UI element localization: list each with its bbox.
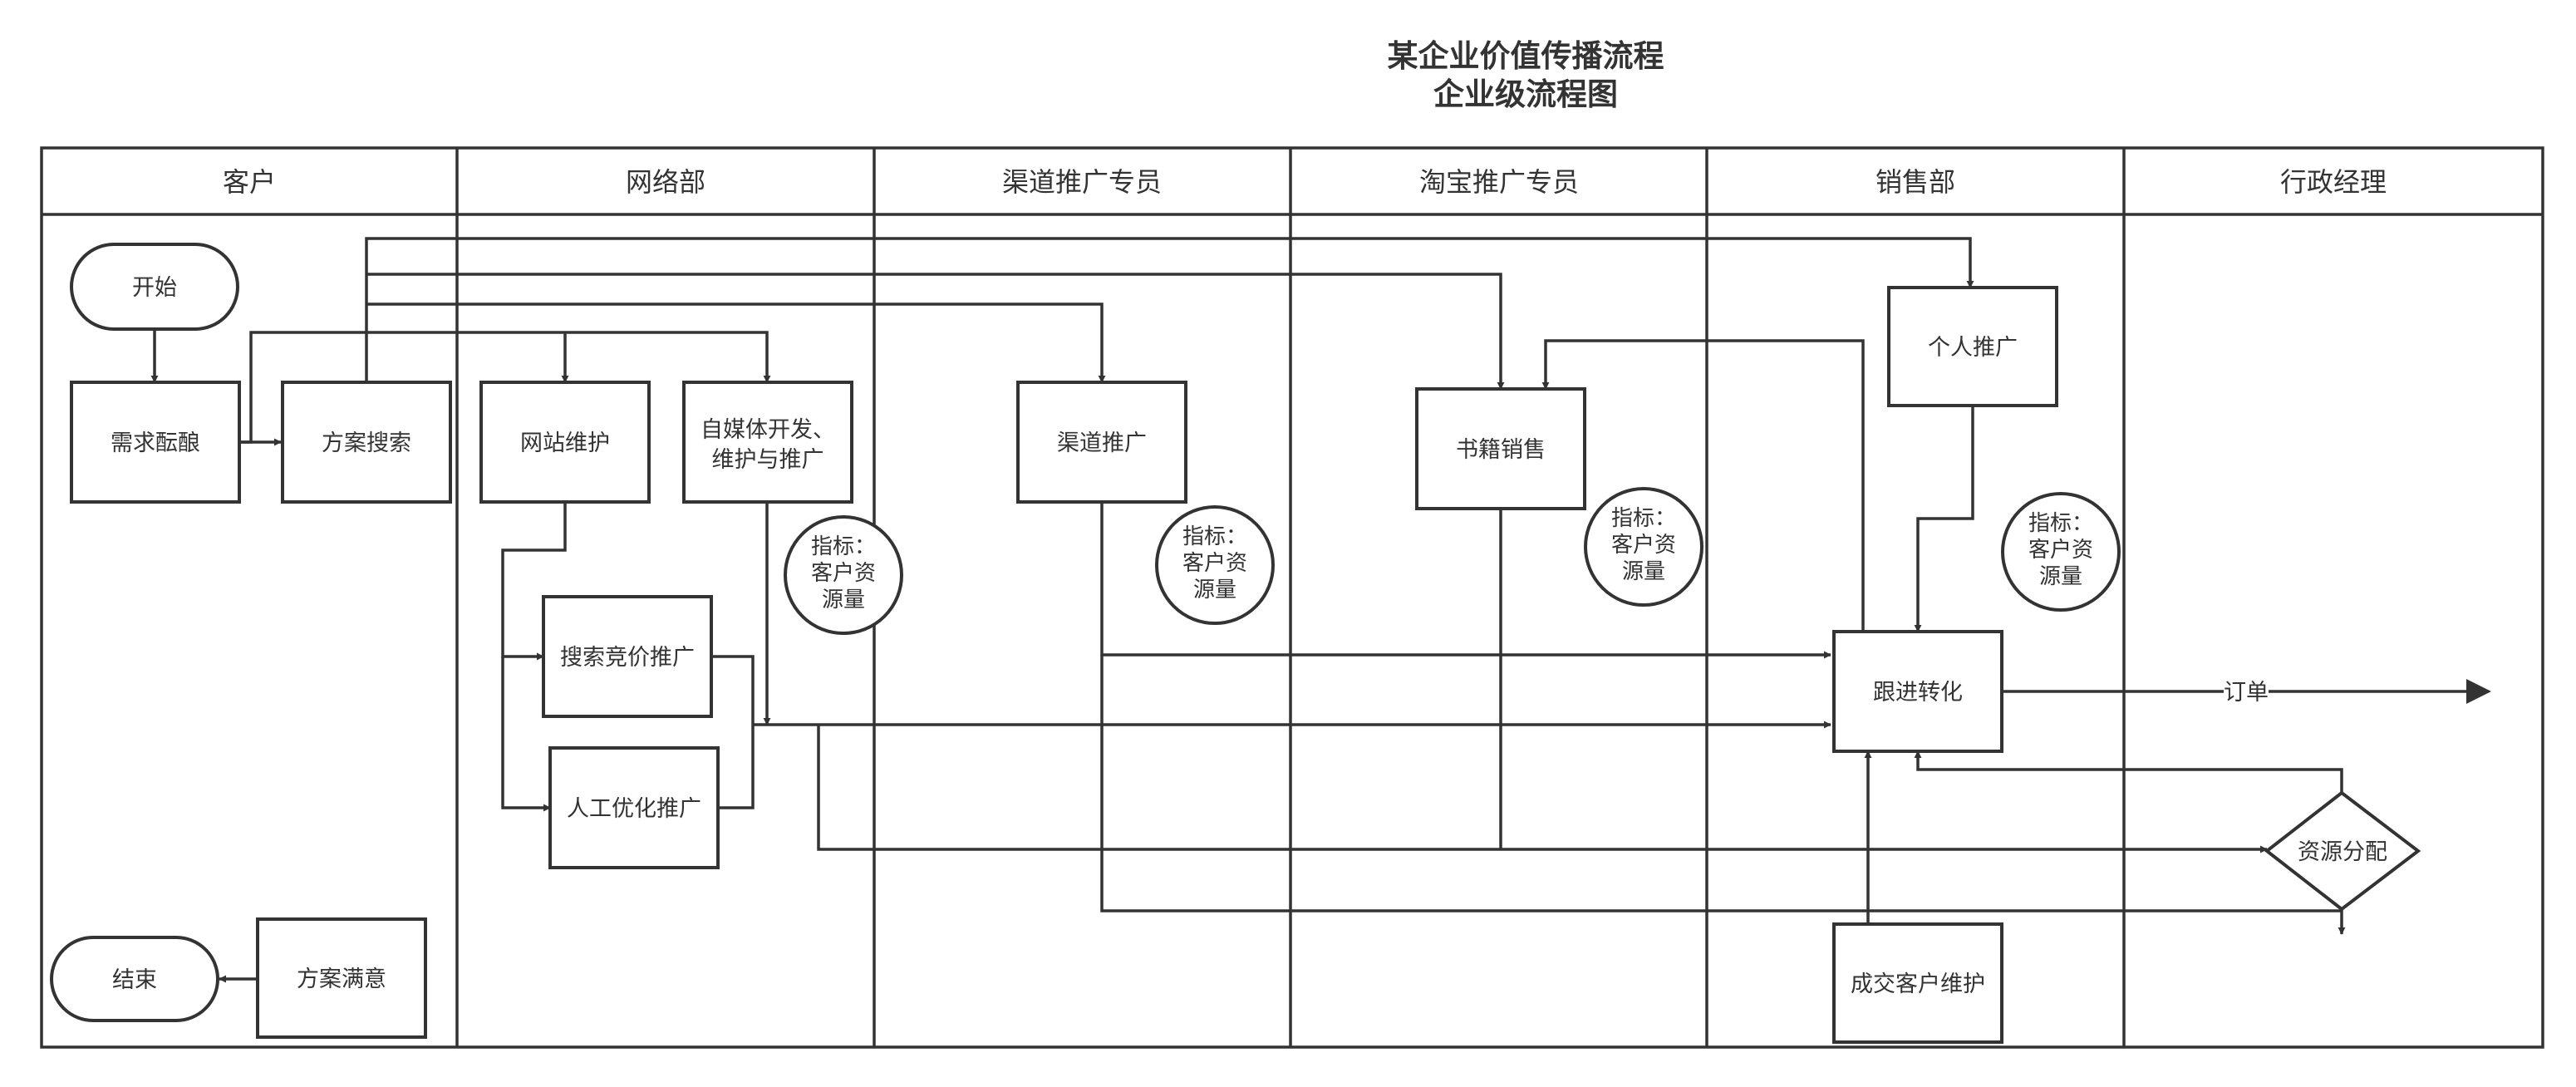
edge-network-to-resource-alloc bbox=[817, 725, 2268, 853]
node-client-maintenance[interactable]: 成交客户维护 bbox=[1832, 922, 2003, 1044]
metric-line-2: 客户资 bbox=[2028, 538, 2093, 563]
metric-line-1: 指标： bbox=[2028, 511, 2093, 536]
node-resource-allocation-label: 资源分配 bbox=[2298, 839, 2387, 865]
title-line-1: 某企业价值传播流程 bbox=[1388, 38, 1664, 74]
metric-circle-sales: 指标： 客户资 源量 bbox=[2001, 492, 2121, 612]
diagram-title: 某企业价值传播流程 企业级流程图 bbox=[1388, 38, 1664, 112]
metric-line-3: 源量 bbox=[822, 588, 865, 612]
metric-annotations: 指标： 客户资 源量 指标： 客户资 源量 指标： 客户资 源量 指标： 客户资… bbox=[784, 487, 2121, 635]
node-plan-search-label: 方案搜索 bbox=[322, 430, 411, 456]
node-plan-satisfied[interactable]: 方案满意 bbox=[256, 917, 427, 1039]
node-follow-conversion[interactable]: 跟进转化 bbox=[1832, 630, 2003, 753]
title-line-2: 企业级流程图 bbox=[1433, 76, 1618, 112]
node-manual-optimization-label: 人工优化推广 bbox=[567, 796, 701, 822]
metric-line-3: 源量 bbox=[2039, 564, 2082, 589]
node-search-bid-promo[interactable]: 搜索竞价推广 bbox=[542, 595, 713, 718]
node-channel-promo[interactable]: 渠道推广 bbox=[1016, 381, 1187, 504]
node-plan-satisfied-label: 方案满意 bbox=[297, 966, 386, 992]
node-website-maintenance-label: 网站维护 bbox=[520, 430, 610, 456]
edge-follow-convert-to-book-sales bbox=[1541, 339, 1865, 632]
metric-line-1: 指标： bbox=[811, 534, 876, 559]
node-client-maintenance-label: 成交客户维护 bbox=[1851, 971, 1985, 997]
swimlane-frame bbox=[40, 146, 2544, 1049]
lane-header-taobao-specialist: 淘宝推广专员 bbox=[1419, 166, 1579, 198]
metric-line-3: 源量 bbox=[1193, 578, 1236, 603]
edge-resource-alloc-to-follow-convert bbox=[1914, 750, 2343, 793]
node-self-media[interactable]: 自媒体开发、 维护与推广 bbox=[682, 381, 853, 504]
lane-headers: 客户 网络部 渠道推广专员 淘宝推广专员 销售部 行政经理 bbox=[223, 166, 2387, 198]
metric-line-1: 指标： bbox=[1182, 524, 1247, 549]
lane-header-admin-manager: 行政经理 bbox=[2280, 166, 2387, 198]
node-book-sales[interactable]: 书籍销售 bbox=[1415, 387, 1586, 510]
node-self-media-label-2: 维护与推广 bbox=[712, 447, 824, 473]
metric-line-2: 客户资 bbox=[1611, 533, 1676, 558]
node-resource-allocation[interactable]: 资源分配 bbox=[2264, 790, 2421, 912]
node-personal-promo-label: 个人推广 bbox=[1928, 335, 2018, 361]
node-manual-optimization[interactable]: 人工优化推广 bbox=[548, 746, 720, 869]
edge-plan-search-to-channel-promo bbox=[366, 302, 1106, 383]
edge-bid-manual-merge bbox=[713, 655, 755, 809]
lane-header-sales-dept: 销售部 bbox=[1875, 166, 1955, 198]
lane-header-customer: 客户 bbox=[223, 166, 276, 198]
node-personal-promo[interactable]: 个人推广 bbox=[1887, 286, 2058, 407]
metric-circle-channel: 指标： 客户资 源量 bbox=[1155, 505, 1275, 625]
metric-circle-network: 指标： 客户资 源量 bbox=[784, 515, 903, 635]
edge-label-order: 订单 bbox=[2224, 680, 2269, 706]
node-start-label: 开始 bbox=[132, 275, 177, 301]
connectors bbox=[150, 237, 2491, 983]
edge-plan-search-to-personal-promo bbox=[365, 237, 1974, 382]
metric-line-1: 指标： bbox=[1611, 506, 1676, 531]
metric-circle-taobao: 指标： 客户资 源量 bbox=[1584, 487, 1703, 607]
lane-header-channel-specialist: 渠道推广专员 bbox=[1002, 166, 1162, 198]
edge-channel-to-resource-alloc bbox=[1100, 655, 2346, 935]
node-book-sales-label: 书籍销售 bbox=[1456, 437, 1546, 463]
node-start[interactable]: 开始 bbox=[70, 243, 239, 331]
node-end-label: 结束 bbox=[112, 967, 157, 993]
node-follow-conversion-label: 跟进转化 bbox=[1873, 680, 1963, 706]
edge-personal-promo-to-follow-convert bbox=[1914, 406, 1974, 632]
nodes: 开始 需求酝酿 方案搜索 网站维护 自媒体开发、 维护与推广 搜索竞价推广 bbox=[50, 243, 2421, 1044]
node-plan-search[interactable]: 方案搜索 bbox=[281, 381, 452, 504]
node-demand[interactable]: 需求酝酿 bbox=[70, 381, 241, 504]
node-end[interactable]: 结束 bbox=[50, 936, 219, 1022]
edge-website-to-bid-promo bbox=[501, 502, 567, 661]
edge-website-to-manual-opt bbox=[501, 657, 551, 812]
edge-demand-to-media bbox=[239, 331, 771, 444]
node-demand-label: 需求酝酿 bbox=[111, 430, 200, 456]
node-self-media-label-1: 自媒体开发、 bbox=[701, 417, 835, 443]
lane-header-network-dept: 网络部 bbox=[626, 166, 705, 198]
metric-line-2: 客户资 bbox=[1182, 551, 1247, 576]
node-website-maintenance[interactable]: 网站维护 bbox=[479, 381, 651, 504]
node-channel-promo-label: 渠道推广 bbox=[1057, 430, 1147, 456]
edge-plan-search-to-book-sales bbox=[366, 273, 1505, 390]
metric-line-2: 客户资 bbox=[811, 561, 876, 586]
metric-line-3: 源量 bbox=[1622, 559, 1665, 584]
node-search-bid-promo-label: 搜索竞价推广 bbox=[560, 645, 695, 671]
